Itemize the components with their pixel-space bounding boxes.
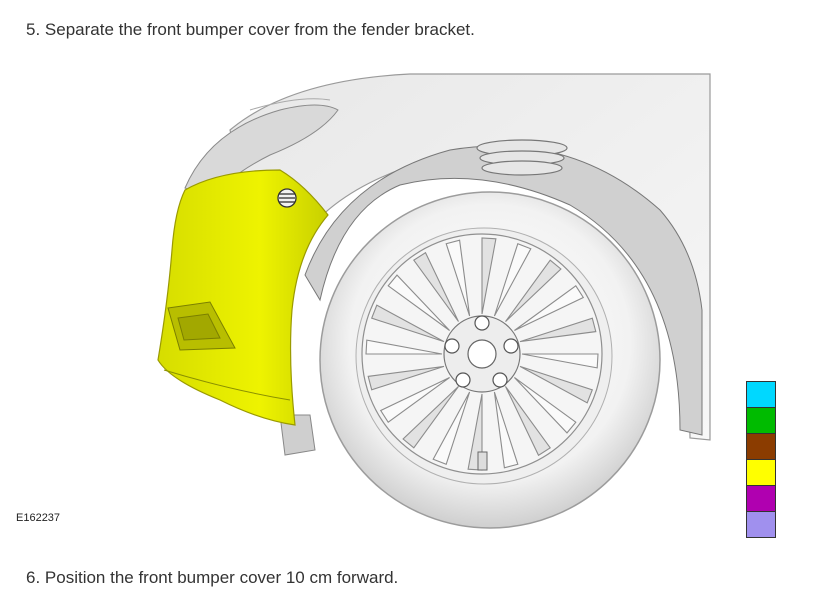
wheel-spoke	[367, 365, 445, 391]
legend-swatch	[746, 511, 776, 538]
wheel-spoke	[519, 317, 597, 343]
legend-swatch	[746, 433, 776, 460]
wheel-spoke	[519, 365, 594, 404]
figure-id-label: E162237	[16, 512, 61, 524]
wheel-spoke	[402, 386, 459, 449]
wheel-spoke	[481, 237, 497, 315]
wheel-spoke	[514, 285, 585, 331]
legend-swatch	[746, 485, 776, 512]
wheel-spoke	[505, 386, 551, 457]
legend-swatch	[746, 381, 776, 408]
wheel-spoke	[387, 274, 450, 331]
bumper-illustration	[157, 73, 711, 529]
wheel-spoke	[379, 377, 450, 423]
step-6-instruction: 6. Position the front bumper cover 10 cm…	[26, 568, 399, 587]
step-5-instruction: 5. Separate the front bumper cover from …	[26, 20, 475, 39]
wheel-spoke	[445, 239, 471, 317]
wheel-spoke	[521, 353, 599, 369]
legend-swatch	[746, 459, 776, 486]
legend-swatch	[746, 407, 776, 434]
color-legend	[746, 381, 776, 538]
wheel-spoke	[505, 259, 562, 322]
wheel-spoke	[413, 251, 459, 322]
fastener-icon	[277, 188, 297, 208]
wheel-spoke	[365, 339, 443, 355]
wheel-spoke	[493, 242, 532, 317]
wheel-spoke	[467, 393, 483, 471]
wheel-spoke	[370, 304, 445, 343]
front-bumper-cover	[157, 169, 329, 426]
wheel-spoke	[432, 391, 471, 466]
wheel	[319, 191, 661, 529]
wheel-spoke	[493, 391, 519, 469]
wheel-spoke	[514, 377, 577, 434]
